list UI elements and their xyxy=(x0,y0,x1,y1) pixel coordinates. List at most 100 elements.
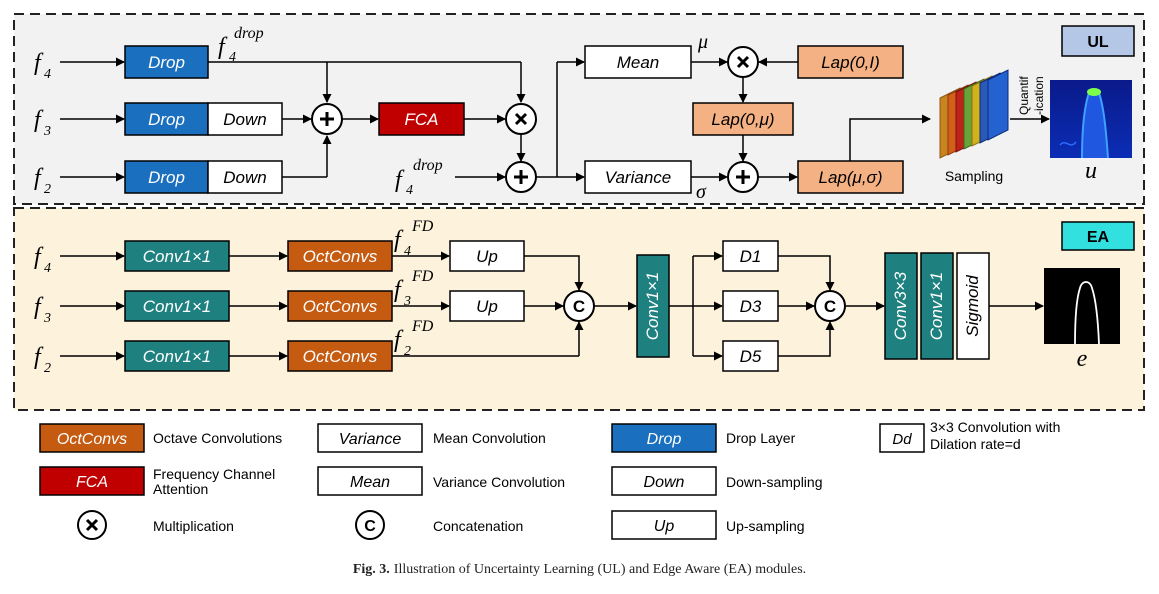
legend-octconvs-symbol-text: OctConvs xyxy=(57,431,127,448)
up-label-f4: Up xyxy=(476,247,498,266)
drop-label-f3: Drop xyxy=(148,110,185,129)
ea-input-f4: f 4 xyxy=(34,244,51,276)
legend-up-symbol-text: Up xyxy=(654,518,675,535)
d5-label: D5 xyxy=(740,347,762,366)
legend-drop-text: Drop Layer xyxy=(726,430,796,446)
conv1x1-box-f2 xyxy=(124,340,230,372)
ea-badge-label: EA xyxy=(1087,229,1110,246)
octconvs-label-f4: OctConvs xyxy=(303,247,378,266)
legend-dd-symbol xyxy=(879,423,925,453)
conv1x1-label-f4: Conv1×1 xyxy=(143,247,212,266)
uncertainty-map-image xyxy=(1050,80,1132,159)
sampling-label: Sampling xyxy=(945,168,1003,184)
legend-variance-symbol-text: Variance xyxy=(339,431,402,448)
legend-concat-text: Concatenation xyxy=(433,518,523,534)
drop-box-f4 xyxy=(124,45,209,79)
legend-octconvs-symbol xyxy=(39,423,145,453)
legend-dd-text-1: 3×3 Convolution with xyxy=(930,419,1060,435)
down-box-f3 xyxy=(207,102,283,136)
fd-label-4: f 4 FD xyxy=(394,218,434,259)
ea-badge xyxy=(1061,221,1135,251)
legend-mean-symbol-text: Mean xyxy=(350,474,390,491)
lap-0-I-label: Lap(0,I) xyxy=(821,53,880,72)
conv1x1-box-final xyxy=(920,252,954,360)
svg-text:f: f xyxy=(394,227,404,253)
legend-drop-symbol xyxy=(611,423,717,453)
svg-text:4: 4 xyxy=(229,50,236,65)
drop-label-f2: Drop xyxy=(148,168,185,187)
legend-up-symbol xyxy=(611,510,717,540)
mean-box xyxy=(584,45,692,79)
sigma-label: σ xyxy=(696,181,707,203)
legend-variance-symbol xyxy=(317,423,423,453)
sigmoid-box xyxy=(956,252,990,360)
svg-text:f: f xyxy=(394,277,404,303)
svg-text:FD: FD xyxy=(411,268,434,285)
sum-op-1 xyxy=(311,103,343,135)
legend-mult-text: Multiplication xyxy=(153,518,234,534)
legend-fca-text-2: Attention xyxy=(153,481,208,497)
legend-down-text: Down-sampling xyxy=(726,474,822,490)
caption-text: Illustration of Uncertainty Learning (UL… xyxy=(393,562,807,577)
legend-mean-symbol xyxy=(317,466,423,496)
svg-text:f: f xyxy=(34,344,44,370)
conv3x3-box xyxy=(884,252,918,360)
svg-text:2: 2 xyxy=(44,361,51,376)
legend-fca-symbol xyxy=(39,466,145,496)
svg-text:3: 3 xyxy=(43,124,51,139)
ul-input-f3: f 3 xyxy=(34,107,51,139)
svg-text:4: 4 xyxy=(44,67,51,82)
svg-text:3: 3 xyxy=(43,311,51,326)
sum-op-2 xyxy=(505,161,537,193)
fca-label: FCA xyxy=(405,110,439,129)
d3-box xyxy=(722,290,779,322)
svg-text:f: f xyxy=(34,107,44,133)
octconvs-box-f4 xyxy=(287,240,393,272)
concat-op-1: C xyxy=(563,290,595,322)
concat-op-2: C xyxy=(814,290,846,322)
d1-box xyxy=(722,240,779,272)
svg-text:f: f xyxy=(34,165,44,191)
svg-text:4: 4 xyxy=(44,261,51,276)
svg-text:f: f xyxy=(218,34,228,60)
octconvs-label-f2: OctConvs xyxy=(303,347,378,366)
variance-label: Variance xyxy=(605,168,671,187)
octconvs-box-f3 xyxy=(287,290,393,322)
mean-label: Mean xyxy=(617,53,660,72)
conv1x1-vertical-label: Conv1×1 xyxy=(643,272,662,341)
legend-dd-text-2: Dilation rate=d xyxy=(930,436,1021,452)
ea-input-f2: f 2 xyxy=(34,344,51,376)
octconvs-box-f2 xyxy=(287,340,393,372)
svg-text:2: 2 xyxy=(404,344,411,359)
legend-mult-icon xyxy=(77,510,107,540)
svg-text:4: 4 xyxy=(404,244,411,259)
output-e-label: e xyxy=(1077,346,1088,372)
figure-caption: Fig. 3.Illustration of Uncertainty Learn… xyxy=(0,562,1159,578)
ul-input-f4: f 4 xyxy=(34,50,51,82)
svg-text:drop: drop xyxy=(413,157,443,174)
svg-text:FD: FD xyxy=(411,318,434,335)
svg-text:C: C xyxy=(364,518,376,535)
conv1x1-box-f4 xyxy=(124,240,230,272)
conv3x3-label: Conv3×3 xyxy=(891,271,910,340)
down-label-f3: Down xyxy=(223,110,266,129)
svg-text:f: f xyxy=(34,50,44,76)
drop-label-f4: Drop xyxy=(148,53,185,72)
conv1x1-vertical-box xyxy=(636,254,670,358)
quantif-label-2: -ication xyxy=(1032,76,1046,115)
fca-box xyxy=(378,102,465,136)
drop-box-f3 xyxy=(124,102,209,136)
sigmoid-label: Sigmoid xyxy=(963,275,982,337)
ul-badge-label: UL xyxy=(1087,34,1109,51)
svg-text:4: 4 xyxy=(406,183,413,198)
conv1x1-label-f2: Conv1×1 xyxy=(143,347,212,366)
f4-drop-label-bottom: f 4 drop xyxy=(395,157,443,198)
svg-text:f: f xyxy=(34,294,44,320)
legend-dd-symbol-text: Dd xyxy=(892,431,912,448)
svg-text:f: f xyxy=(395,167,405,193)
legend-up-text: Up-sampling xyxy=(726,518,805,534)
mu-label: μ xyxy=(697,31,708,53)
legend-down-symbol xyxy=(611,466,717,496)
svg-text:drop: drop xyxy=(234,25,264,42)
d3-label: D3 xyxy=(740,297,762,316)
